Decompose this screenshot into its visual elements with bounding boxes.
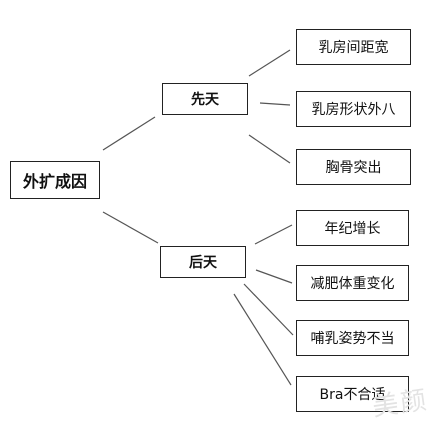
leaf-node: 哺乳姿势不当 bbox=[296, 320, 409, 356]
leaf-label: 哺乳姿势不当 bbox=[310, 331, 395, 347]
connector-houtian-to-leaf1 bbox=[254, 224, 293, 245]
leaf-node: 年纪增长 bbox=[296, 210, 409, 246]
leaf-node: 减肥体重变化 bbox=[296, 265, 409, 301]
leaf-label: 年纪增长 bbox=[324, 221, 381, 237]
connector-xiantian-to-leaf2 bbox=[259, 102, 291, 106]
watermark-logo: 美颜 bbox=[370, 385, 431, 423]
leaf-label: 乳房间距宽 bbox=[318, 40, 389, 56]
leaf-label: 乳房形状外八 bbox=[311, 102, 396, 118]
leaf-node: 乳房间距宽 bbox=[296, 29, 411, 65]
connector-root-to-xiantian bbox=[102, 116, 156, 151]
branch-label-houtian: 后天 bbox=[189, 255, 217, 271]
connector-houtian-to-leaf3 bbox=[243, 283, 294, 336]
root-node: 外扩成因 bbox=[10, 161, 100, 199]
connector-xiantian-to-leaf1 bbox=[248, 49, 291, 77]
leaf-label: 胸骨突出 bbox=[325, 160, 382, 176]
connector-houtian-to-leaf4 bbox=[233, 293, 292, 386]
leaf-node: 乳房形状外八 bbox=[296, 91, 411, 127]
leaf-node: 胸骨突出 bbox=[296, 149, 411, 185]
leaf-label: Bra不合适 bbox=[319, 387, 386, 403]
connector-xiantian-to-leaf3 bbox=[248, 134, 291, 164]
branch-label-xiantian: 先天 bbox=[191, 92, 219, 108]
root-label: 外扩成因 bbox=[22, 172, 87, 191]
connector-houtian-to-leaf2 bbox=[255, 269, 293, 284]
leaf-node: Bra不合适 bbox=[296, 376, 409, 412]
connector-root-to-houtian bbox=[102, 211, 159, 244]
leaf-label: 减肥体重变化 bbox=[310, 276, 395, 292]
branch-node-houtian: 后天 bbox=[160, 246, 246, 278]
branch-node-xiantian: 先天 bbox=[162, 83, 248, 115]
